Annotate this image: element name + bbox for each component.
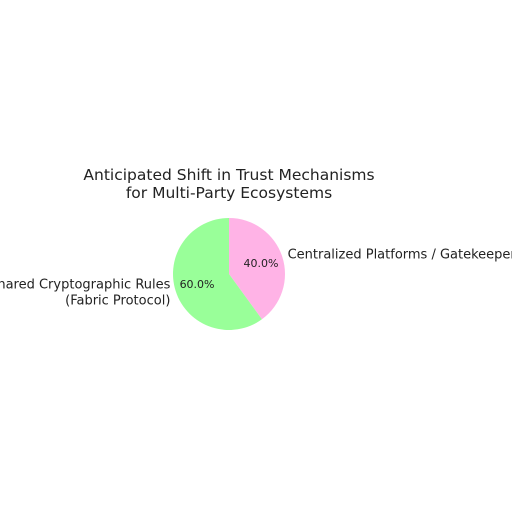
chart-title-line-1: Anticipated Shift in Trust Mechanisms xyxy=(83,166,374,184)
pie-category-label-1-line-1: (Fabric Protocol) xyxy=(65,294,170,309)
pie-pct-label-1: 60.0% xyxy=(180,278,215,291)
pie-pct-label-0: 40.0% xyxy=(243,257,278,270)
chart-title-line-2: for Multi-Party Ecosystems xyxy=(126,184,332,202)
pie-category-label-1-line-0: Shared Cryptographic Rules xyxy=(0,278,171,293)
pie-slice-0 xyxy=(229,218,286,320)
pie-category-label-0-line-0: Centralized Platforms / Gatekeepers xyxy=(288,247,512,262)
pie-slices xyxy=(173,218,286,330)
pie-labels: 40.0% Centralized Platforms / Gatekeepers… xyxy=(0,247,512,308)
pie-slice-1 xyxy=(173,218,262,330)
